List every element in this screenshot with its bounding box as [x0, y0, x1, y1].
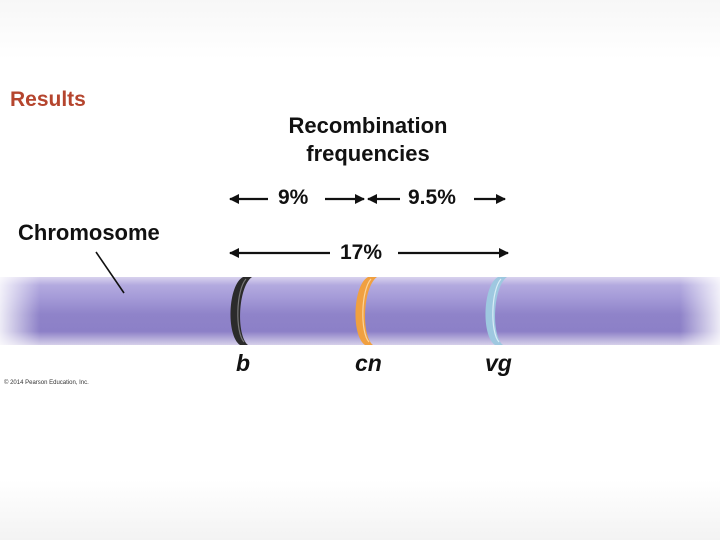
- figure-panel: Results Recombination frequencies Chromo…: [0, 80, 720, 392]
- band-b: [230, 277, 252, 345]
- gene-label-b: b: [236, 350, 251, 376]
- band-vg: [485, 277, 507, 345]
- chromosome-diagram: [0, 194, 720, 345]
- chromosome-label: Chromosome: [18, 220, 160, 245]
- recombination-heading: Recombination frequencies: [275, 112, 461, 168]
- gene-label-vg: vg: [485, 350, 512, 376]
- chromosome-fade-right: [680, 277, 720, 345]
- distance-cn-vg: 9.5%: [404, 186, 460, 210]
- band-cn: [355, 277, 377, 345]
- chromosome-pointer-line: [95, 251, 125, 294]
- chromosome-fade-left: [0, 277, 40, 345]
- heading-line-2: frequencies: [306, 141, 430, 166]
- heading-line-1: Recombination: [288, 113, 448, 138]
- results-title: Results: [10, 88, 86, 111]
- distance-b-vg: 17%: [336, 241, 387, 265]
- gene-label-cn: cn: [355, 350, 382, 376]
- copyright-notice: © 2014 Pearson Education, Inc.: [4, 380, 89, 386]
- distance-b-cn: 9%: [274, 186, 313, 210]
